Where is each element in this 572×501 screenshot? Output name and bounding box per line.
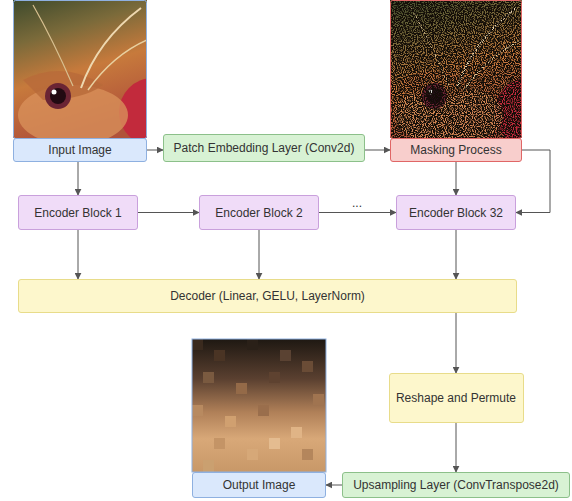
arrow-connector [456, 313, 457, 373]
masked-photo [390, 0, 561, 146]
encoder-box: Encoder Block 1 [18, 195, 138, 230]
output-photo [192, 339, 326, 472]
decoder-box: Decoder (Linear, GELU, LayerNorm) [18, 279, 517, 313]
arrow-connector [78, 230, 79, 279]
arrow-connector [147, 150, 163, 151]
process-box: Patch Embedding Layer (Conv2d) [163, 134, 365, 162]
arrow-connector [365, 150, 390, 151]
photo-frame [14, 1, 147, 139]
node-text: Encoder Block 32 [409, 206, 503, 220]
process-box: Reshape and Permute [389, 373, 524, 423]
ellipsis-label: ... [350, 197, 364, 209]
arrow-connector [456, 423, 457, 472]
node-text: Decoder (Linear, GELU, LayerNorm) [170, 289, 365, 303]
arrow-connector [456, 162, 457, 195]
node-text: Upsampling Layer (ConvTranspose2d) [353, 478, 559, 492]
node-text: Encoder Block 2 [215, 206, 302, 220]
arrow-connector [78, 162, 79, 195]
node-text: Reshape and Permute [396, 391, 516, 405]
arrow-connector [259, 230, 260, 279]
node-text: Output Image [223, 478, 296, 492]
image-label: Input Image [13, 138, 147, 162]
arrow-connector [326, 485, 342, 486]
arrow-connector [456, 230, 457, 279]
arrow-connector [319, 212, 396, 213]
node-text: Encoder Block 1 [34, 206, 121, 220]
input-photo [13, 0, 187, 146]
encoder-box: Encoder Block 2 [199, 195, 319, 230]
node-text: Masking Process [410, 143, 501, 157]
arrow-connector [138, 212, 199, 213]
image-label: Output Image [192, 472, 326, 498]
node-text: Input Image [48, 143, 111, 157]
process-box: Upsampling Layer (ConvTranspose2d) [342, 472, 570, 498]
encoder-box: Encoder Block 32 [396, 195, 516, 230]
photo-frame [391, 1, 522, 139]
node-text: Patch Embedding Layer (Conv2d) [174, 141, 355, 155]
image-label: Masking Process [390, 138, 522, 162]
